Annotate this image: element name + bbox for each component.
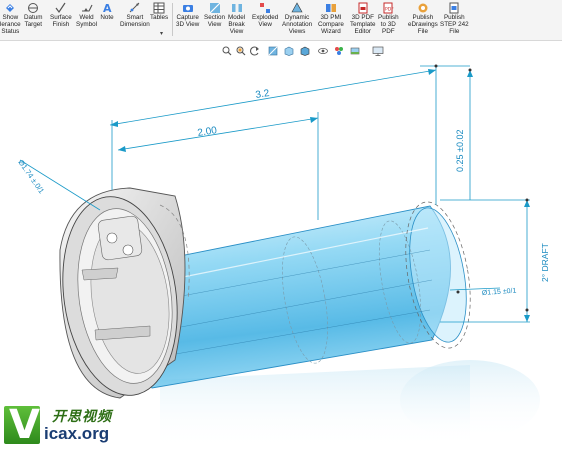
section-view-icon [208, 1, 222, 14]
annotation-views-icon [290, 1, 304, 14]
dimension-thickness[interactable]: 0.25 ±0.02 [455, 130, 465, 172]
weld-symbol-icon [80, 1, 94, 14]
dimension-draft[interactable]: 2° DRAFT [540, 243, 550, 282]
3d-pmi-compare-wizard-button[interactable]: 3D PMI Compare Wizard [318, 1, 344, 35]
appearance-icon[interactable] [334, 43, 344, 55]
publish-step-242-button[interactable]: Publish STEP 242 File [440, 1, 469, 35]
watermark-site: icax.org [44, 424, 110, 443]
ribbon-button-label: Tables [150, 14, 169, 21]
icax-logo: V [4, 404, 40, 446]
section-icon[interactable] [268, 43, 278, 56]
surface-finish-icon [54, 1, 68, 14]
svg-text:A: A [103, 2, 112, 14]
smart-dimension-button[interactable]: Smart Dimension [120, 1, 150, 29]
floor-reflection [160, 360, 540, 450]
smart-dimension-icon [128, 1, 142, 14]
ribbon-button-label: Dynamic Annotation Views [282, 14, 313, 35]
model-break-view-button[interactable]: Model Break View [228, 1, 245, 35]
publish-3d-pdf-button[interactable]: PDF Publish to 3D PDF [378, 1, 399, 35]
break-view-icon [230, 1, 244, 14]
heads-up-view-toolbar [0, 40, 562, 58]
surface-finish-button[interactable]: Surface Finish [50, 1, 72, 29]
ribbon-button-label: Datum Target [24, 14, 43, 28]
dimension-endpoint-dots [434, 64, 529, 312]
camera-icon [181, 1, 195, 14]
ribbon-button-label: Note [100, 14, 114, 21]
display-style-icon[interactable] [300, 43, 310, 56]
ribbon-button-label: Section View [204, 14, 226, 28]
ribbon-button-label: Capture 3D View [176, 14, 200, 28]
exploded-view-button[interactable]: Exploded View [252, 1, 278, 29]
watermark-cn-text: 开思视频 [52, 408, 112, 424]
dimension-arrowheads [110, 69, 530, 322]
scene-icon[interactable] [350, 43, 360, 55]
ribbon-button-label: Exploded View [252, 14, 279, 28]
graphics-area[interactable]: 3.2 2.00 0.25 ±0.02 Ø1.74 ±.0/1 Ø1.15 ±0… [0, 58, 562, 450]
ribbon-separator [172, 3, 173, 36]
section-view-button[interactable]: Section View [204, 1, 225, 29]
dimension-diameter-right[interactable]: Ø1.15 ±0/1 [482, 288, 517, 297]
dimension-diameter-left[interactable]: Ø1.74 ±.0/1 [16, 158, 46, 195]
pdf-template-icon [356, 1, 370, 14]
svg-text:PDF: PDF [385, 6, 394, 12]
dynamic-annotation-views-button[interactable]: Dynamic Annotation Views [282, 1, 312, 35]
capture-3d-view-button[interactable]: Capture 3D View [176, 1, 199, 29]
hide-show-icon[interactable] [318, 43, 328, 54]
icax-watermark: V 开思视频 icax.org [4, 404, 134, 446]
dimension-length-total[interactable]: 3.2 [255, 88, 271, 101]
show-tolerance-status-button[interactable]: Show lerance Status [0, 1, 21, 35]
tables-button[interactable]: Tables [150, 1, 168, 22]
dimension-annotations [19, 65, 530, 323]
ribbon-button-label: Publish to 3D PDF [378, 14, 399, 35]
ribbon-button-label: Publish eDrawings File [408, 14, 438, 35]
ribbon-button-label: Show lerance Status [0, 14, 21, 35]
transparent-tube-body [130, 201, 471, 389]
ribbon-button-label: 3D PDF Template Editor [350, 14, 376, 35]
ribbon-button-label: Publish STEP 242 File [440, 14, 469, 35]
ribbon-button-label: Model Break View [228, 14, 246, 35]
ribbon-button-label: Weld Symbol [76, 14, 97, 28]
monitor-icon[interactable] [372, 43, 384, 56]
table-icon [152, 1, 166, 14]
previous-view-icon[interactable] [250, 43, 260, 56]
zoom-fit-icon[interactable] [222, 43, 232, 56]
ribbon-button-label: 3D PMI Compare Wizard [318, 14, 344, 35]
ribbon-button-label: Surface Finish [50, 14, 72, 28]
housing-end-cap [59, 187, 190, 399]
datum-target-button[interactable]: Datum Target [24, 1, 43, 29]
publish-edrawings-button[interactable]: Publish eDrawings File [408, 1, 438, 35]
dimension-length-partial[interactable]: 2.00 [197, 125, 218, 139]
ribbon-button-label: Smart Dimension [120, 14, 150, 28]
tables-dropdown-chevron-down-icon[interactable]: ▾ [160, 31, 164, 37]
exploded-view-icon [258, 1, 272, 14]
tolerance-status-icon [3, 1, 17, 14]
compare-icon [324, 1, 338, 14]
edrawings-icon [416, 1, 430, 14]
step-file-icon [447, 1, 461, 14]
note-icon: A [100, 1, 114, 14]
3d-pdf-template-editor-button[interactable]: 3D PDF Template Editor [350, 1, 376, 35]
pdf-icon: PDF [381, 1, 395, 14]
weld-symbol-button[interactable]: Weld Symbol [76, 1, 97, 29]
zoom-area-icon[interactable] [236, 43, 246, 56]
view-orientation-icon[interactable] [284, 43, 294, 56]
datum-target-icon [26, 1, 40, 14]
